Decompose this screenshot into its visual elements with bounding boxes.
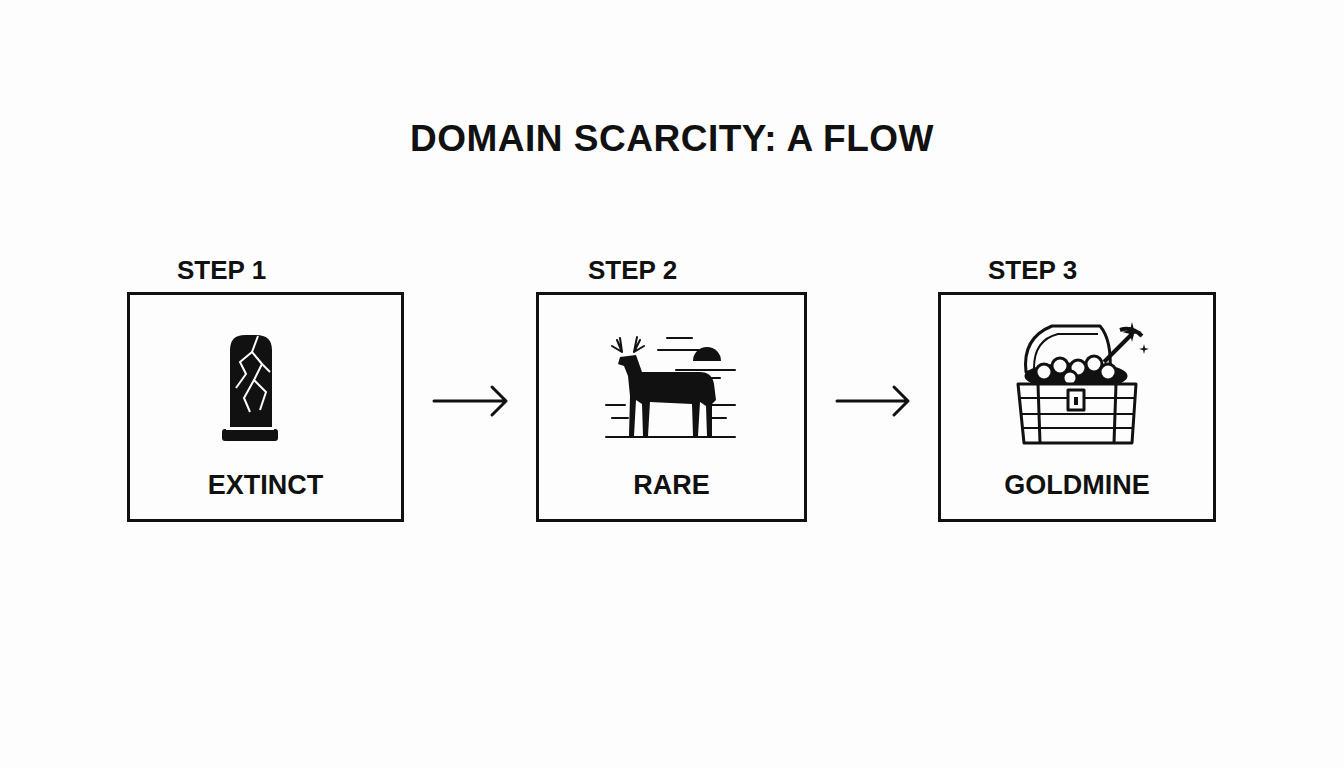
diagram-title: DOMAIN SCARCITY: A FLOW: [0, 118, 1344, 160]
treasure-chest-icon: [1018, 322, 1149, 443]
flow-arrow: [837, 387, 908, 415]
flow-arrow: [434, 387, 506, 415]
deer-icon: [606, 337, 735, 437]
step-label: STEP 1: [177, 255, 266, 286]
step-box: STEP 2RARE: [536, 292, 807, 522]
step-name: EXTINCT: [130, 470, 401, 501]
step-box: STEP 1EXTINCT: [127, 292, 404, 522]
step-name: GOLDMINE: [941, 470, 1213, 501]
step-label: STEP 2: [588, 255, 677, 286]
arrow-line: [434, 387, 506, 415]
arrow-line: [837, 387, 908, 415]
tombstone-icon: [222, 333, 278, 441]
step-box: STEP 3GOLDMINE: [938, 292, 1216, 522]
step-name: RARE: [539, 470, 804, 501]
step-label: STEP 3: [988, 255, 1077, 286]
